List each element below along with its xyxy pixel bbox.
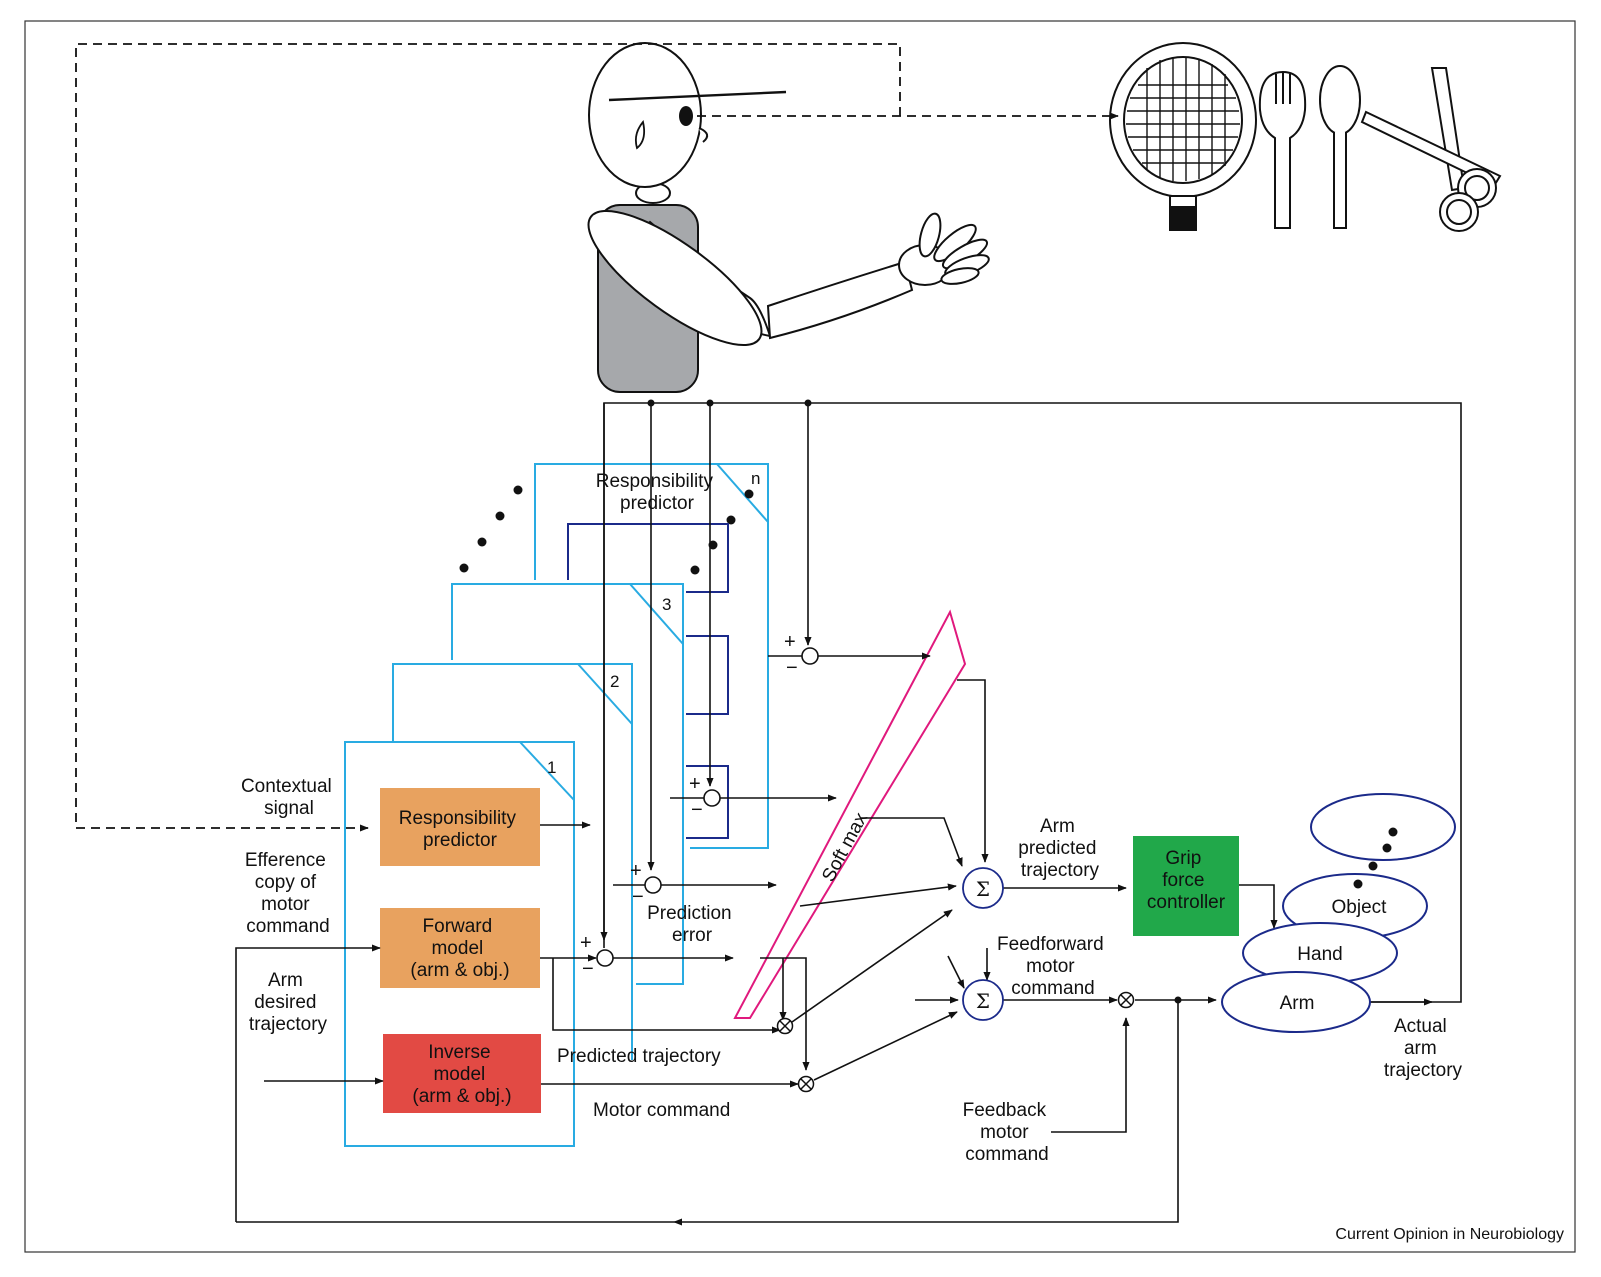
sigma-symbol-2: Σ [976, 989, 990, 1013]
forward-model-label: Forward model (arm & obj.) [410, 916, 509, 981]
hand-drawing [898, 212, 990, 286]
person-figure [587, 42, 990, 393]
sigma-node-prediction [962, 867, 1004, 909]
module-inner-links [567, 523, 729, 839]
sigma-node-command [962, 979, 1004, 1021]
efference-copy-label: Efference copy of motor command [245, 850, 331, 937]
forearm [766, 260, 914, 340]
spoon-icon [1319, 65, 1361, 229]
module-number-1: 1 [547, 758, 556, 777]
grip-to-hand-arrow [1239, 884, 1278, 929]
desired-trajectory-label: Arm desired trajectory [249, 970, 328, 1035]
scissors-icon [1360, 67, 1502, 232]
module-frames [344, 463, 769, 1147]
predicted-trajectory-line [552, 958, 781, 1034]
sigma-symbol-1: Σ [976, 877, 990, 901]
svg-text:−: − [632, 886, 644, 908]
extra-limb-ellipse [1310, 793, 1456, 861]
forward-model-box [380, 908, 540, 988]
responsibility-predictor-label: Responsibility predictor [399, 808, 522, 851]
softmax-out-3 [799, 883, 957, 907]
svg-text:+: + [784, 631, 796, 653]
inverse-model-label: Inverse model (arm & obj.) [412, 1042, 511, 1107]
weighted-command-arrow [813, 1011, 958, 1081]
racket-icon [1109, 42, 1257, 231]
object-label: Object [1332, 897, 1388, 918]
arm-predicted-trajectory-label: Arm predicted trajectory [1018, 816, 1101, 881]
junction-dots [647, 399, 1182, 1004]
feedback-motor-command-label: Feedback motor command [963, 1100, 1052, 1165]
journal-credit: Current Opinion in Neurobiology [1335, 1226, 1564, 1243]
contextual-signal-dashed-path [75, 43, 901, 832]
module-number-2: 2 [610, 672, 619, 691]
efference-copy-arrow [235, 944, 381, 1222]
upper-arm-shape [587, 209, 763, 347]
predicted-trajectory-label: Predicted trajectory [557, 1046, 721, 1067]
module-number-3: 3 [662, 595, 671, 614]
comparator-circles [596, 647, 819, 967]
actual-arm-trajectory-label: Actual arm trajectory [1384, 1016, 1463, 1081]
grip-force-controller-box [1133, 836, 1239, 936]
fork-icon [1258, 70, 1307, 229]
responsibility-predictor-box [380, 788, 540, 866]
svg-text:−: − [582, 958, 594, 980]
hand-label: Hand [1297, 944, 1342, 965]
multiplier-nodes [776, 991, 1135, 1093]
contextual-signal-label: Contextual signal [241, 776, 337, 819]
svg-text:+: + [580, 932, 592, 954]
svg-text:+: + [630, 860, 642, 882]
softmax-out-2 [860, 817, 963, 867]
weighted-prediction-arrow [791, 909, 953, 1023]
inverse-model-box [383, 1034, 541, 1113]
figure-border [24, 20, 1576, 1253]
module-number-n: n [751, 469, 760, 488]
grip-force-controller-label: Grip force controller [1147, 848, 1226, 913]
efference-loop-line [673, 1000, 1179, 1226]
arm-ellipse [1221, 971, 1371, 1033]
prediction-error-label: Prediction error [647, 903, 737, 946]
softmax-bar [733, 609, 967, 1019]
softmax-out-1 [957, 679, 989, 863]
softmax-to-multiplier-2 [760, 957, 810, 1071]
eye [679, 106, 693, 126]
svg-text:+: + [689, 773, 701, 795]
ear [634, 120, 646, 150]
head [588, 42, 702, 188]
arm-label: Arm [1280, 993, 1315, 1014]
responsibility-predictor-top-label: Responsibility predictor [596, 471, 719, 514]
nose [698, 127, 709, 143]
comparator-signs: + − + − + − + − [580, 631, 798, 980]
svg-text:−: − [691, 799, 703, 821]
svg-text:−: − [786, 657, 798, 679]
feedforward-motor-command-label: Feedforward motor command [997, 934, 1109, 999]
limb-dots [1353, 827, 1398, 889]
cap-brim [608, 90, 787, 102]
motor-command-label: Motor command [593, 1100, 730, 1121]
sigma2-extra-input-1 [947, 955, 965, 989]
feedback-motor-command-arrow [1051, 1017, 1130, 1133]
